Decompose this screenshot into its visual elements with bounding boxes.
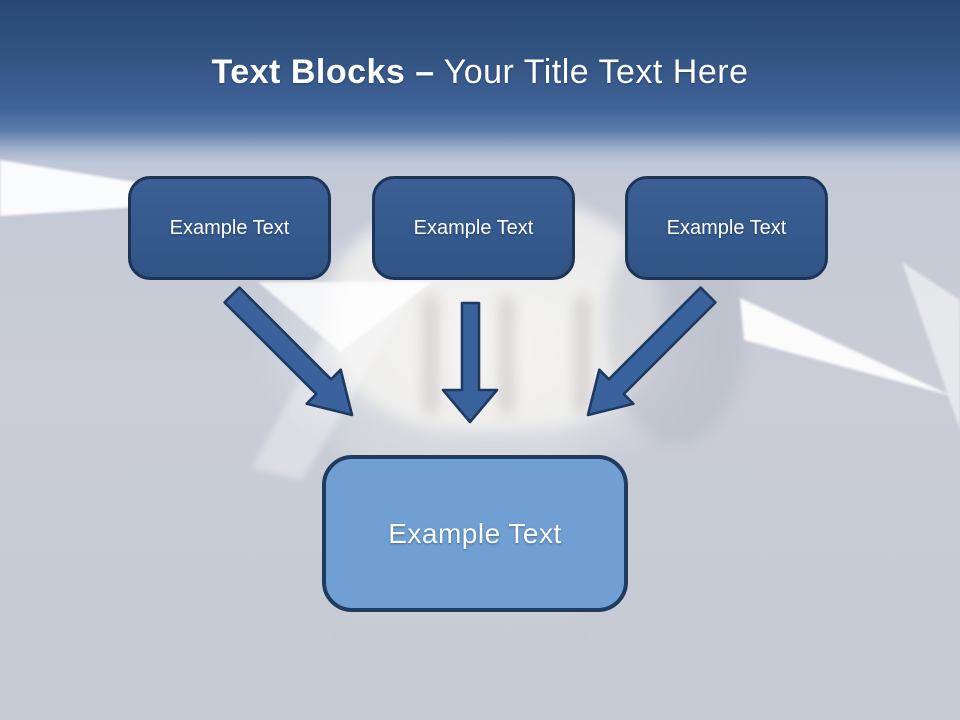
text-block-3: Example Text <box>625 176 828 280</box>
text-block-bottom: Example Text <box>322 455 628 612</box>
header-band <box>0 0 960 176</box>
text-block-bottom-label: Example Text <box>388 517 562 549</box>
arrow-down-left-icon <box>586 286 717 417</box>
finger-gap <box>576 296 589 414</box>
text-block-3-label: Example Text <box>666 216 787 239</box>
shard-right-edge <box>902 262 960 430</box>
arrow-down-right-icon <box>223 286 354 417</box>
arrow-down-icon <box>441 301 499 424</box>
shard-right <box>740 298 952 396</box>
text-block-2-label: Example Text <box>413 216 534 239</box>
text-block-2: Example Text <box>372 176 575 280</box>
slide-title-regular: Your Title Text Here <box>443 53 749 91</box>
finger-gap <box>424 296 437 414</box>
finger-gap <box>500 296 513 414</box>
slide-title: Text Blocks –Your Title Text Here <box>0 52 960 92</box>
slide-title-bold: Text Blocks – <box>211 53 435 91</box>
text-block-1: Example Text <box>128 176 331 280</box>
text-block-1-label: Example Text <box>169 216 290 239</box>
